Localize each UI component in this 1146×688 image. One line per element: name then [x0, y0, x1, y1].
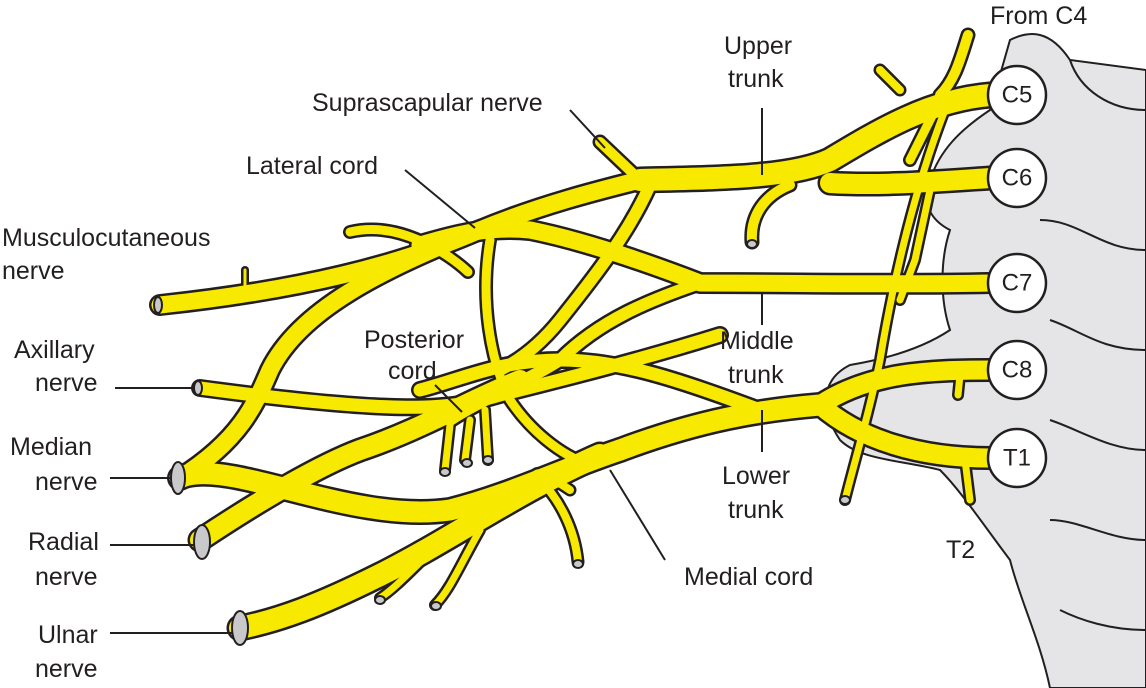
- label-middle-trunk-1: Middle: [720, 327, 794, 355]
- label-axillary-1: Axillary: [14, 336, 95, 364]
- leader-lines: [110, 108, 763, 634]
- label-medial-cord: Medial cord: [684, 563, 813, 591]
- label-lateral-cord: Lateral cord: [246, 152, 378, 180]
- root-c8-label: C8: [1002, 357, 1033, 384]
- label-ulnar-2: nerve: [35, 655, 98, 683]
- label-lower-trunk-2: trunk: [728, 496, 784, 524]
- label-musculocutaneous-2: nerve: [2, 257, 65, 285]
- label-median-2: nerve: [35, 468, 98, 496]
- root-c6-label: C6: [1002, 165, 1033, 192]
- label-from-c4: From C4: [990, 2, 1087, 30]
- label-posterior-cord-1: Posterior: [364, 326, 464, 354]
- label-lower-trunk-1: Lower: [722, 462, 790, 490]
- label-musculocutaneous-1: Musculocutaneous: [2, 224, 210, 252]
- label-suprascapular-nerve: Suprascapular nerve: [312, 89, 543, 117]
- root-c7-circle: [986, 252, 1048, 314]
- label-radial-2: nerve: [35, 563, 98, 591]
- label-median-1: Median: [10, 433, 92, 461]
- root-t1-circle: [986, 427, 1048, 489]
- label-radial-1: Radial: [28, 528, 99, 556]
- label-posterior-cord-2: cord: [388, 357, 437, 385]
- root-t1-label: T1: [1003, 445, 1031, 472]
- label-middle-trunk-2: trunk: [728, 361, 784, 389]
- root-c8-circle: [986, 339, 1048, 401]
- label-t2: T2: [946, 536, 975, 564]
- label-upper-trunk-2: trunk: [728, 65, 784, 93]
- labels: From C4 Upper trunk Suprascapular nerve …: [2, 2, 1087, 683]
- label-axillary-2: nerve: [35, 369, 98, 397]
- root-c7-label: C7: [1002, 270, 1033, 297]
- root-c5-circle: [986, 64, 1048, 126]
- label-ulnar-1: Ulnar: [38, 621, 98, 649]
- root-c6-circle: [986, 147, 1048, 209]
- label-upper-trunk-1: Upper: [724, 32, 792, 60]
- nerve-cut-ends: [153, 239, 851, 646]
- spinal-roots: C5 C6 C7 C8 T1: [986, 64, 1048, 489]
- root-c5-label: C5: [1002, 82, 1033, 109]
